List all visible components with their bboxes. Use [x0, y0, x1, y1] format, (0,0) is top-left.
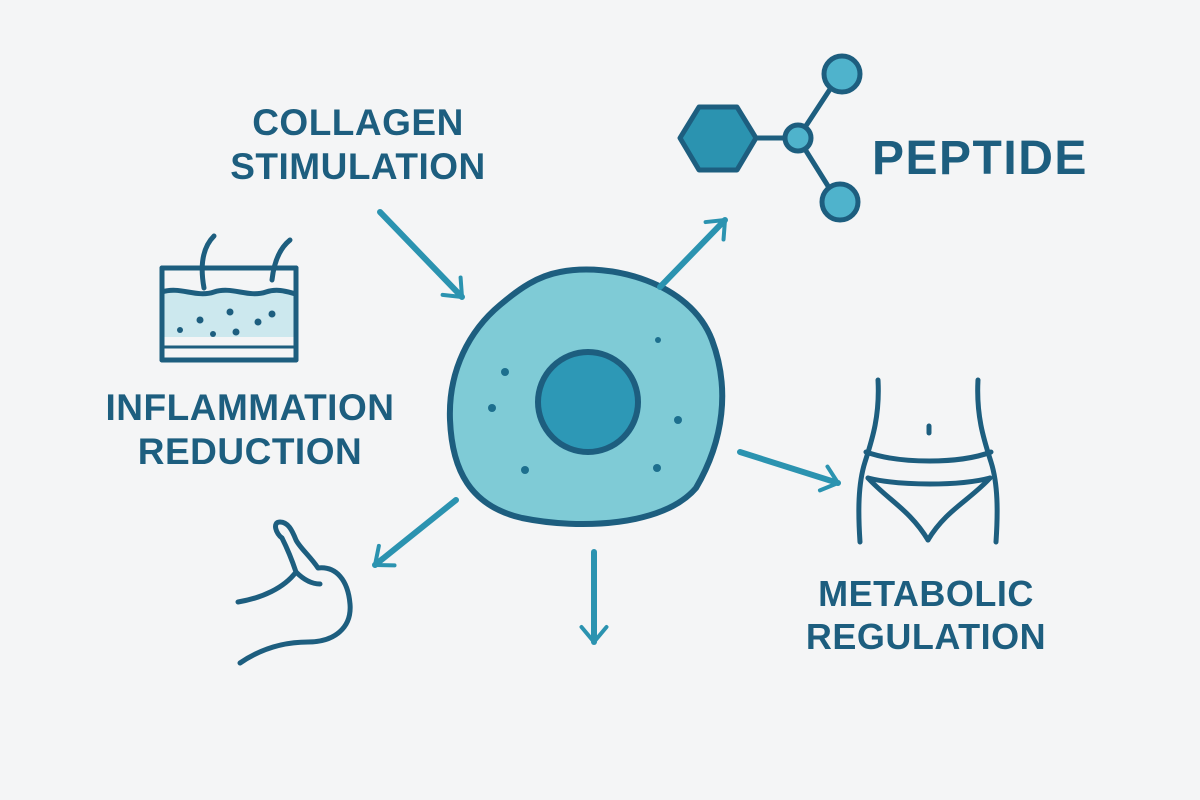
metabolic-regulation-label: METABOLIC REGULATION — [800, 572, 1052, 658]
cell-granules — [488, 337, 682, 474]
inflammation-label-line-2: REDUCTION — [137, 431, 363, 473]
arrow-to-metabolic — [737, 449, 841, 493]
cell-icon — [446, 266, 726, 527]
arrow-to-muscle — [372, 497, 459, 568]
collagen-stimulation-label: COLLAGEN STIMULATION — [228, 101, 488, 190]
arrow-from-collagen — [377, 209, 465, 300]
flexed-arm-icon — [235, 519, 353, 666]
metabolic-label-line-2: REGULATION — [805, 616, 1047, 658]
peptide-label: PEPTIDE — [872, 130, 1088, 188]
peptide-molecule-icon — [677, 53, 863, 223]
cell-nucleus — [535, 349, 641, 455]
peptide-label-text: PEPTIDE — [872, 132, 1088, 185]
molecule-node — [782, 122, 814, 154]
waist-icon — [856, 377, 1000, 545]
collagen-label-line-2: STIMULATION — [230, 146, 486, 188]
inflammation-reduction-label: INFLAMMATION REDUCTION — [100, 386, 400, 475]
arrow-to-peptide — [657, 217, 728, 290]
hexagon-ring — [677, 104, 759, 173]
skin-layer-icon — [159, 233, 299, 363]
inflammation-label-line-1: INFLAMMATION — [105, 387, 395, 428]
molecule-node — [819, 181, 861, 223]
collagen-label-line-1: COLLAGEN — [252, 102, 464, 143]
metabolic-label-line-1: METABOLIC — [818, 573, 1034, 614]
molecule-node — [821, 53, 863, 95]
